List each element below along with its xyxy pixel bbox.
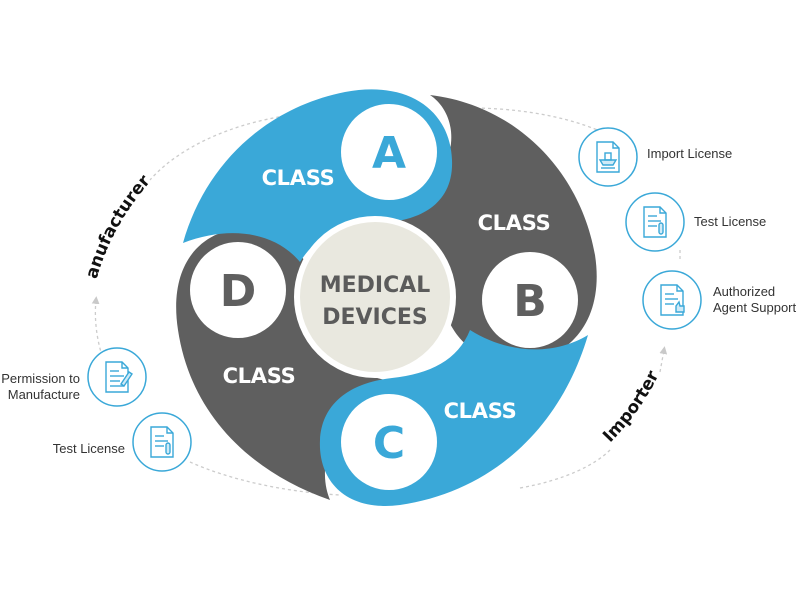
permission-label-line2: Manufacture — [8, 387, 80, 402]
importer-item-import-license: Import License — [578, 127, 732, 187]
class-c-circle — [341, 394, 437, 490]
dashed-orbit-bottom-left — [189, 461, 341, 496]
dashed-orbit-bottom-right — [519, 449, 611, 489]
document-tube-icon — [150, 426, 174, 458]
manufacturers-item-permission: Permission to Manufacture — [1, 347, 147, 407]
manufacturers-label: Manufacturers — [0, 0, 155, 281]
document-tube-icon — [643, 206, 667, 238]
center-title-line1: MEDICAL — [320, 273, 431, 298]
class-c-word: CLASS — [444, 399, 517, 423]
class-b-word: CLASS — [478, 211, 551, 235]
import-license-label: Import License — [647, 146, 732, 161]
class-d-letter: D — [220, 266, 257, 317]
class-b-letter: B — [513, 276, 547, 327]
class-c-letter: C — [373, 418, 405, 469]
document-pen-icon — [105, 361, 133, 393]
dashed-orbit-importer-arrow — [659, 346, 668, 373]
class-a-word: CLASS — [262, 166, 335, 190]
manufacturers-test-license-label: Test License — [53, 441, 125, 456]
importer-item-test-license: Test License — [625, 192, 766, 252]
manufacturers-item-test-license: Test License — [53, 412, 192, 472]
class-a-circle — [341, 104, 437, 200]
importer-test-license-label: Test License — [694, 214, 766, 229]
class-d-circle — [190, 242, 286, 338]
center-circle — [294, 216, 456, 378]
authorized-label-line1: Authorized — [713, 284, 775, 299]
center-title-line2: DEVICES — [322, 305, 428, 330]
authorized-label-line2: Agent Support — [713, 300, 797, 315]
class-a-letter: A — [372, 128, 406, 179]
document-thumbs-up-icon — [660, 284, 685, 316]
class-b-circle — [482, 252, 578, 348]
importer-label: Importer — [599, 367, 663, 446]
permission-label-line1: Permission to — [1, 371, 80, 386]
document-ship-icon — [596, 141, 620, 173]
importer-item-authorized-agent: Authorized Agent Support — [642, 270, 797, 330]
class-d-word: CLASS — [223, 364, 296, 388]
